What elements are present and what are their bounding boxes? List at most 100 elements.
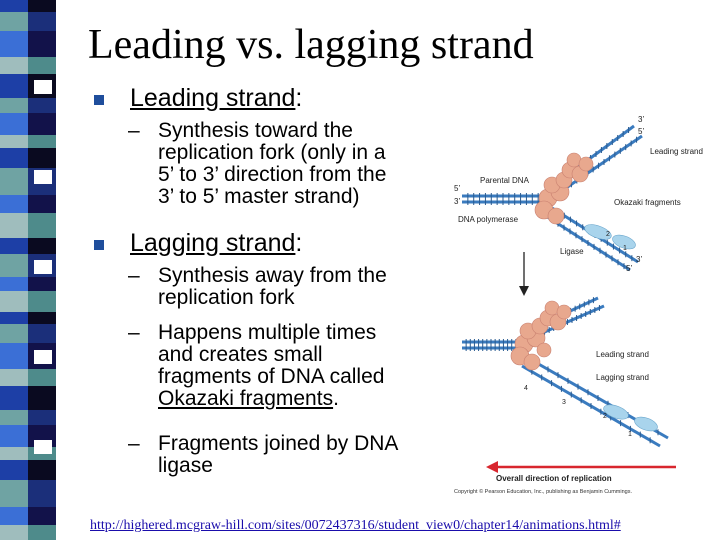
bottom-marker-2: 2 [603, 413, 607, 420]
stripe-block [28, 410, 56, 425]
bullet-leading [94, 95, 104, 105]
bottom-marker-1: 1 [628, 431, 632, 438]
lagging-heading: Lagging strand: [130, 229, 302, 258]
bottom-leading-strand-label: Leading strand [596, 350, 649, 359]
lagging-heading-text: Lagging strand [130, 229, 296, 257]
stripe-block [28, 213, 56, 238]
dna-replication-figure: 3’ 5’ Leading strand Parental DNA 5’ 3’ … [454, 115, 703, 495]
stripe-block [0, 369, 28, 386]
stripe-block [0, 480, 28, 507]
bottom-protein-complex [510, 300, 572, 371]
okazaki-period: . [333, 387, 339, 410]
bottom-lagging-strand-label: Lagging strand [596, 373, 649, 382]
stripe-block [0, 324, 28, 343]
decorative-color-stripe [0, 0, 56, 540]
top-bottom-prime-5: 5’ [626, 264, 632, 273]
leading-detail-line: replication fork (only in a [158, 141, 386, 164]
stripe-block [0, 525, 28, 540]
stripe-block [34, 170, 52, 184]
stripe-block [28, 277, 56, 291]
leading-detail: Synthesis toward the replication fork (o… [158, 120, 386, 208]
stripe-block [34, 80, 52, 94]
lagging-point-1: Synthesis away from the replication fork [158, 265, 387, 309]
lagging-point-3: Fragments joined by DNA ligase [158, 433, 398, 477]
stripe-block [0, 31, 28, 57]
lagging-point-line: ligase [158, 454, 213, 477]
stripe-block [34, 260, 52, 274]
stripe-block [0, 343, 28, 369]
top-marker-1: 1 [623, 245, 627, 252]
slide-title: Leading vs. lagging strand [88, 22, 534, 68]
stripe-block [0, 254, 28, 277]
leading-colon: : [295, 84, 303, 112]
leading-heading: Leading strand: [130, 84, 302, 113]
bottom-okazaki-fragments [603, 404, 658, 432]
stripe-block [28, 369, 56, 386]
stripe-block [0, 312, 28, 324]
stripe-block [0, 98, 28, 113]
stripe-block [0, 447, 28, 460]
stripe-block [0, 425, 28, 447]
stripe-block [34, 440, 52, 454]
stripe-block [28, 460, 56, 480]
top-protein-complex [534, 152, 594, 225]
lagging-point-line: fragments of DNA called [158, 365, 385, 388]
stripe-block [28, 480, 56, 507]
ligase-label: Ligase [560, 247, 584, 256]
top-okazaki-fragments [584, 224, 636, 250]
source-url-link[interactable]: http://highered.mcgraw-hill.com/sites/00… [90, 518, 621, 533]
stripe-block [28, 98, 56, 113]
okazaki-fragments-label: Okazaki fragments [614, 198, 681, 207]
leading-detail-line: 3’ to 5’ master strand) [158, 185, 360, 208]
dash-lagging-1: – [128, 264, 140, 287]
stripe-block [0, 507, 28, 525]
stripe-block [0, 277, 28, 291]
stripe-block [0, 213, 28, 238]
stripe-block [28, 507, 56, 525]
stripe-block [28, 31, 56, 57]
lagging-point-line: replication fork [158, 286, 295, 309]
stripe-block [0, 195, 28, 213]
down-arrow [519, 252, 529, 296]
stripe-block [28, 135, 56, 148]
stripe-block [0, 0, 28, 12]
top-marker-2: 2 [606, 231, 610, 238]
stripe-block [28, 12, 56, 31]
top-prime-3: 3’ [638, 115, 644, 124]
lagging-point-line: and creates small [158, 343, 323, 366]
stripe-block [0, 57, 28, 74]
stripe-block [0, 74, 28, 98]
dash-lagging-2: – [128, 321, 140, 344]
stripe-block [0, 386, 28, 410]
top-bottom-prime-3: 3’ [636, 255, 642, 264]
leading-detail-line: Synthesis toward the [158, 119, 353, 142]
stripe-block [34, 350, 52, 364]
lagging-point-line: Happens multiple times [158, 321, 377, 344]
stripe-block [28, 0, 56, 12]
bottom-marker-4: 4 [524, 385, 528, 392]
stripe-block [28, 525, 56, 540]
overall-direction-arrow [486, 461, 676, 473]
stripe-block [28, 238, 56, 254]
stripe-block [0, 168, 28, 195]
stripe-block [0, 460, 28, 480]
stripe-block [28, 312, 56, 324]
stripe-block [0, 238, 28, 254]
figure-copyright: Copyright © Pearson Education, Inc., pub… [454, 488, 632, 495]
stripe-block [28, 291, 56, 312]
stripe-block [28, 195, 56, 213]
stripe-block [0, 291, 28, 312]
lagging-point-line: Synthesis away from the [158, 264, 387, 287]
top-left-prime-3: 3’ [454, 197, 460, 206]
dna-polymerase-label: DNA polymerase [458, 215, 519, 224]
stripe-block [28, 113, 56, 135]
parental-dna-label: Parental DNA [480, 176, 530, 185]
dash-leading: – [128, 119, 140, 142]
stripe-block [0, 12, 28, 31]
stripe-block [0, 410, 28, 425]
top-left-prime-5: 5’ [454, 184, 460, 193]
leading-heading-text: Leading strand [130, 84, 296, 112]
leading-detail-line: 5’ to 3’ direction from the [158, 163, 387, 186]
stripe-block [28, 148, 56, 168]
stripe-block [0, 113, 28, 135]
